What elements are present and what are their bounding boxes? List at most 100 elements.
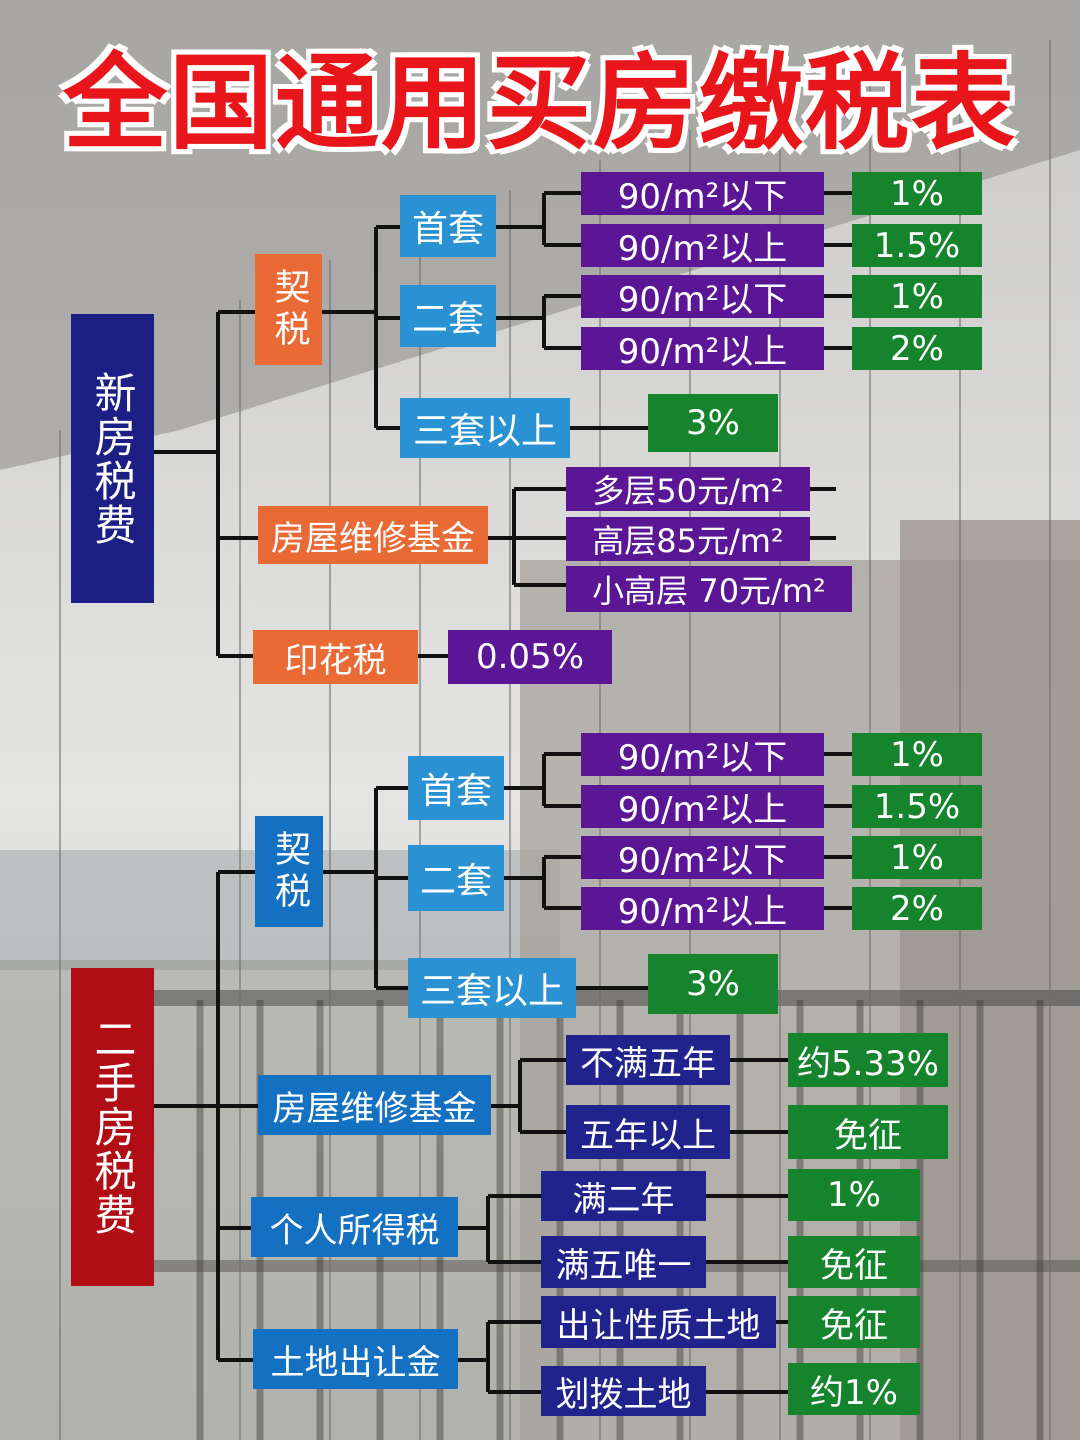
second-third-plus-label: 三套以上: [420, 962, 564, 1014]
condition-label: 满二年: [573, 1172, 675, 1221]
range-label: 90/m²以下: [618, 272, 787, 321]
second-third-plus: 三套以上: [408, 958, 576, 1018]
second-land-fee-label: 土地出让金: [271, 1335, 441, 1384]
condition-label: 不满五年: [580, 1036, 716, 1085]
new-second-home-label: 二套: [412, 290, 484, 342]
maintenance-price-high: 高层85元/m²: [566, 517, 810, 561]
new-second-range-above: 90/m²以上: [581, 327, 824, 370]
rate-label: 1%: [890, 838, 944, 878]
rate-over-five-years: 免征: [788, 1105, 948, 1159]
new-second-home: 二套: [400, 285, 496, 347]
condition-label: 五年以上: [580, 1108, 716, 1157]
new-first-home-label: 首套: [412, 200, 484, 252]
range-label: 90/m²以下: [618, 730, 787, 779]
new-deed-tax: 契税: [255, 254, 322, 365]
condition-label: 满五唯一: [556, 1238, 692, 1287]
new-stamp-tax: 印花税: [253, 630, 418, 684]
condition-allocated-land: 划拨土地: [541, 1366, 706, 1416]
category-new-house: 新房税费: [71, 314, 154, 603]
rate-five-years-only: 免征: [788, 1236, 920, 1288]
price-label: 小高层 70元/m²: [592, 566, 826, 612]
second-first-range-above: 90/m²以上: [581, 785, 824, 828]
condition-transfer-land: 出让性质土地: [541, 1296, 776, 1348]
second-land-fee: 土地出让金: [253, 1329, 458, 1389]
rate-label: 1%: [890, 735, 944, 775]
rate-label: 1%: [827, 1175, 881, 1215]
second-first-rate-below: 1%: [852, 733, 982, 776]
new-stamp-tax-rate: 0.05%: [448, 630, 612, 684]
rate-label: 免征: [834, 1108, 902, 1157]
condition-two-years: 满二年: [541, 1171, 706, 1221]
second-maintenance-fund: 房屋维修基金: [258, 1075, 491, 1135]
price-label: 高层85元/m²: [592, 516, 784, 562]
condition-under-five-years: 不满五年: [566, 1035, 730, 1085]
new-stamp-tax-label: 印花税: [285, 633, 387, 682]
second-deed-tax-label: 契税: [263, 830, 315, 914]
rate-label: 约1%: [810, 1365, 898, 1414]
category-second-house-label: 二手房税费: [89, 1017, 136, 1237]
rate-allocated-land: 约1%: [788, 1363, 920, 1415]
new-third-plus-rate: 3%: [648, 394, 778, 452]
second-maintenance-fund-label: 房屋维修基金: [273, 1081, 477, 1130]
second-first-home-label: 首套: [420, 762, 492, 814]
range-label: 90/m²以上: [618, 782, 787, 831]
category-second-house: 二手房税费: [71, 968, 154, 1286]
rate-under-five-years: 约5.33%: [788, 1033, 948, 1087]
rate-label: 3%: [686, 964, 740, 1004]
second-first-home: 首套: [408, 756, 504, 820]
rate-label: 1.5%: [874, 787, 960, 827]
second-third-plus-rate: 3%: [648, 954, 778, 1014]
condition-over-five-years: 五年以上: [566, 1105, 730, 1159]
range-label: 90/m²以下: [618, 169, 787, 218]
range-label: 90/m²以上: [618, 884, 787, 933]
rate-label: 免征: [820, 1238, 888, 1287]
second-second-range-above: 90/m²以上: [581, 887, 824, 930]
second-income-tax-label: 个人所得税: [270, 1203, 440, 1252]
condition-five-years-only: 满五唯一: [541, 1236, 706, 1288]
condition-label: 划拨土地: [556, 1367, 692, 1416]
rate-two-years: 1%: [788, 1169, 920, 1221]
new-second-rate-below: 1%: [852, 275, 982, 318]
new-first-rate-below: 1%: [852, 172, 982, 215]
rate-label: 0.05%: [476, 637, 584, 677]
rate-label: 1.5%: [874, 226, 960, 266]
maintenance-price-mid: 小高层 70元/m²: [566, 566, 852, 612]
second-second-home-label: 二套: [420, 852, 492, 904]
second-second-rate-above: 2%: [852, 887, 982, 930]
rate-transfer-land: 免征: [788, 1296, 920, 1348]
new-first-range-above: 90/m²以上: [581, 224, 824, 267]
condition-label: 出让性质土地: [557, 1298, 761, 1347]
second-first-rate-above: 1.5%: [852, 785, 982, 828]
second-second-range-below: 90/m²以下: [581, 836, 824, 879]
range-label: 90/m²以下: [618, 833, 787, 882]
range-label: 90/m²以上: [618, 324, 787, 373]
new-maintenance-fund-label: 房屋维修基金: [271, 511, 475, 560]
range-label: 90/m²以上: [618, 221, 787, 270]
price-label: 多层50元/m²: [592, 466, 784, 512]
maintenance-price-multi: 多层50元/m²: [566, 467, 810, 511]
new-first-range-below: 90/m²以下: [581, 172, 824, 215]
new-second-range-below: 90/m²以下: [581, 275, 824, 318]
new-first-rate-above: 1.5%: [852, 224, 982, 267]
second-second-rate-below: 1%: [852, 836, 982, 879]
new-third-plus: 三套以上: [400, 398, 570, 458]
second-deed-tax: 契税: [255, 816, 323, 927]
rate-label: 2%: [890, 889, 944, 929]
rate-label: 3%: [686, 403, 740, 443]
rate-label: 免征: [820, 1298, 888, 1347]
rate-label: 1%: [890, 277, 944, 317]
page-title: 全国通用买房缴税表: [0, 18, 1080, 169]
second-first-range-below: 90/m²以下: [581, 733, 824, 776]
rate-label: 2%: [890, 329, 944, 369]
new-first-home: 首套: [400, 195, 496, 257]
category-new-house-label: 新房税费: [89, 371, 136, 547]
rate-label: 1%: [890, 174, 944, 214]
new-deed-tax-label: 契税: [263, 268, 315, 352]
second-second-home: 二套: [408, 845, 504, 911]
rate-label: 约5.33%: [797, 1036, 939, 1085]
new-third-plus-label: 三套以上: [413, 402, 557, 454]
new-second-rate-above: 2%: [852, 327, 982, 370]
second-income-tax: 个人所得税: [251, 1197, 458, 1257]
new-maintenance-fund: 房屋维修基金: [258, 506, 488, 564]
